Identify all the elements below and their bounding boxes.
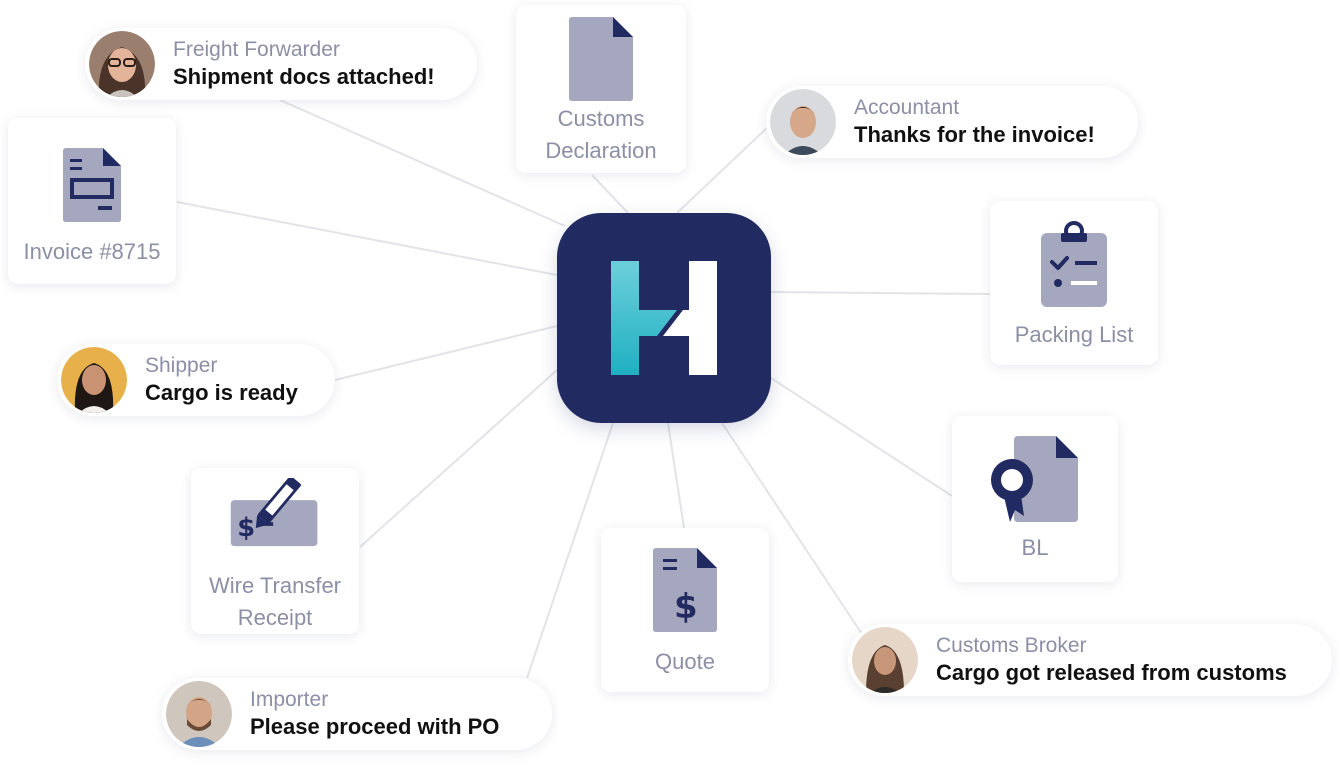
connector-customs-broker	[721, 422, 863, 635]
connector-wire-transfer	[359, 369, 558, 548]
document-card-bl[interactable]: BL	[952, 416, 1118, 582]
message-text: Cargo is ready	[145, 380, 298, 405]
document-label: BL	[1021, 535, 1049, 560]
svg-text:$: $	[674, 587, 698, 627]
document-card-quote[interactable]: $ Quote	[601, 528, 769, 692]
message-text: Shipment docs attached!	[173, 64, 435, 89]
document-card-customs-declaration[interactable]: Customs Declaration	[516, 5, 686, 173]
connector-customs-declaration	[591, 174, 629, 214]
connector-bl	[770, 377, 953, 497]
connector-shipper	[334, 325, 558, 381]
avatar-freight-forwarder	[89, 31, 155, 97]
document-label: Quote	[655, 649, 715, 674]
message-bubble-accountant[interactable]: Accountant Thanks for the invoice!	[766, 86, 1138, 158]
message-bubble-shipper[interactable]: Shipper Cargo is ready	[57, 344, 335, 416]
message-role: Importer	[250, 688, 329, 711]
svg-text:$: $	[237, 513, 255, 543]
avatar-shipper	[61, 347, 127, 413]
connector-importer	[526, 422, 614, 679]
connector-invoice	[176, 201, 558, 276]
invoice-icon	[63, 148, 121, 222]
h-logo-icon	[611, 261, 717, 375]
message-role: Shipper	[145, 354, 218, 377]
avatar-importer	[166, 681, 232, 747]
message-text: Cargo got released from customs	[936, 660, 1287, 685]
message-text: Thanks for the invoice!	[854, 122, 1095, 147]
document-label: Invoice #8715	[23, 239, 161, 264]
message-role: Accountant	[854, 96, 960, 119]
dollar-document-icon: $	[653, 548, 717, 632]
document-card-invoice[interactable]: Invoice #8715	[8, 118, 176, 284]
document-icon	[569, 17, 633, 101]
connector-freight-forwarder	[279, 99, 566, 227]
message-bubble-importer[interactable]: Importer Please proceed with PO	[162, 678, 552, 750]
message-bubble-freight-forwarder[interactable]: Freight Forwarder Shipment docs attached…	[85, 28, 477, 100]
document-card-wire-transfer-receipt[interactable]: $ Wire Transfer Receipt	[191, 468, 359, 634]
document-label: Packing List	[1014, 322, 1134, 347]
document-label: Customs Declaration	[545, 106, 657, 163]
hub-app-icon	[557, 213, 771, 423]
document-card-packing-list[interactable]: Packing List	[990, 201, 1158, 365]
avatar-accountant	[770, 89, 836, 155]
clipboard-checklist-icon	[1041, 221, 1107, 307]
document-label: Wire Transfer Receipt	[208, 573, 342, 630]
message-text: Please proceed with PO	[250, 714, 500, 739]
connector-quote	[667, 422, 685, 529]
connector-packing-list	[770, 291, 991, 295]
certificate-document-icon	[991, 436, 1078, 522]
check-signature-icon: $	[230, 478, 318, 547]
message-role: Customs Broker	[936, 634, 1087, 657]
message-bubble-customs-broker[interactable]: Customs Broker Cargo got released from c…	[848, 624, 1332, 696]
connector-accountant	[676, 124, 771, 214]
avatar-customs-broker	[852, 627, 918, 693]
message-role: Freight Forwarder	[173, 38, 340, 61]
